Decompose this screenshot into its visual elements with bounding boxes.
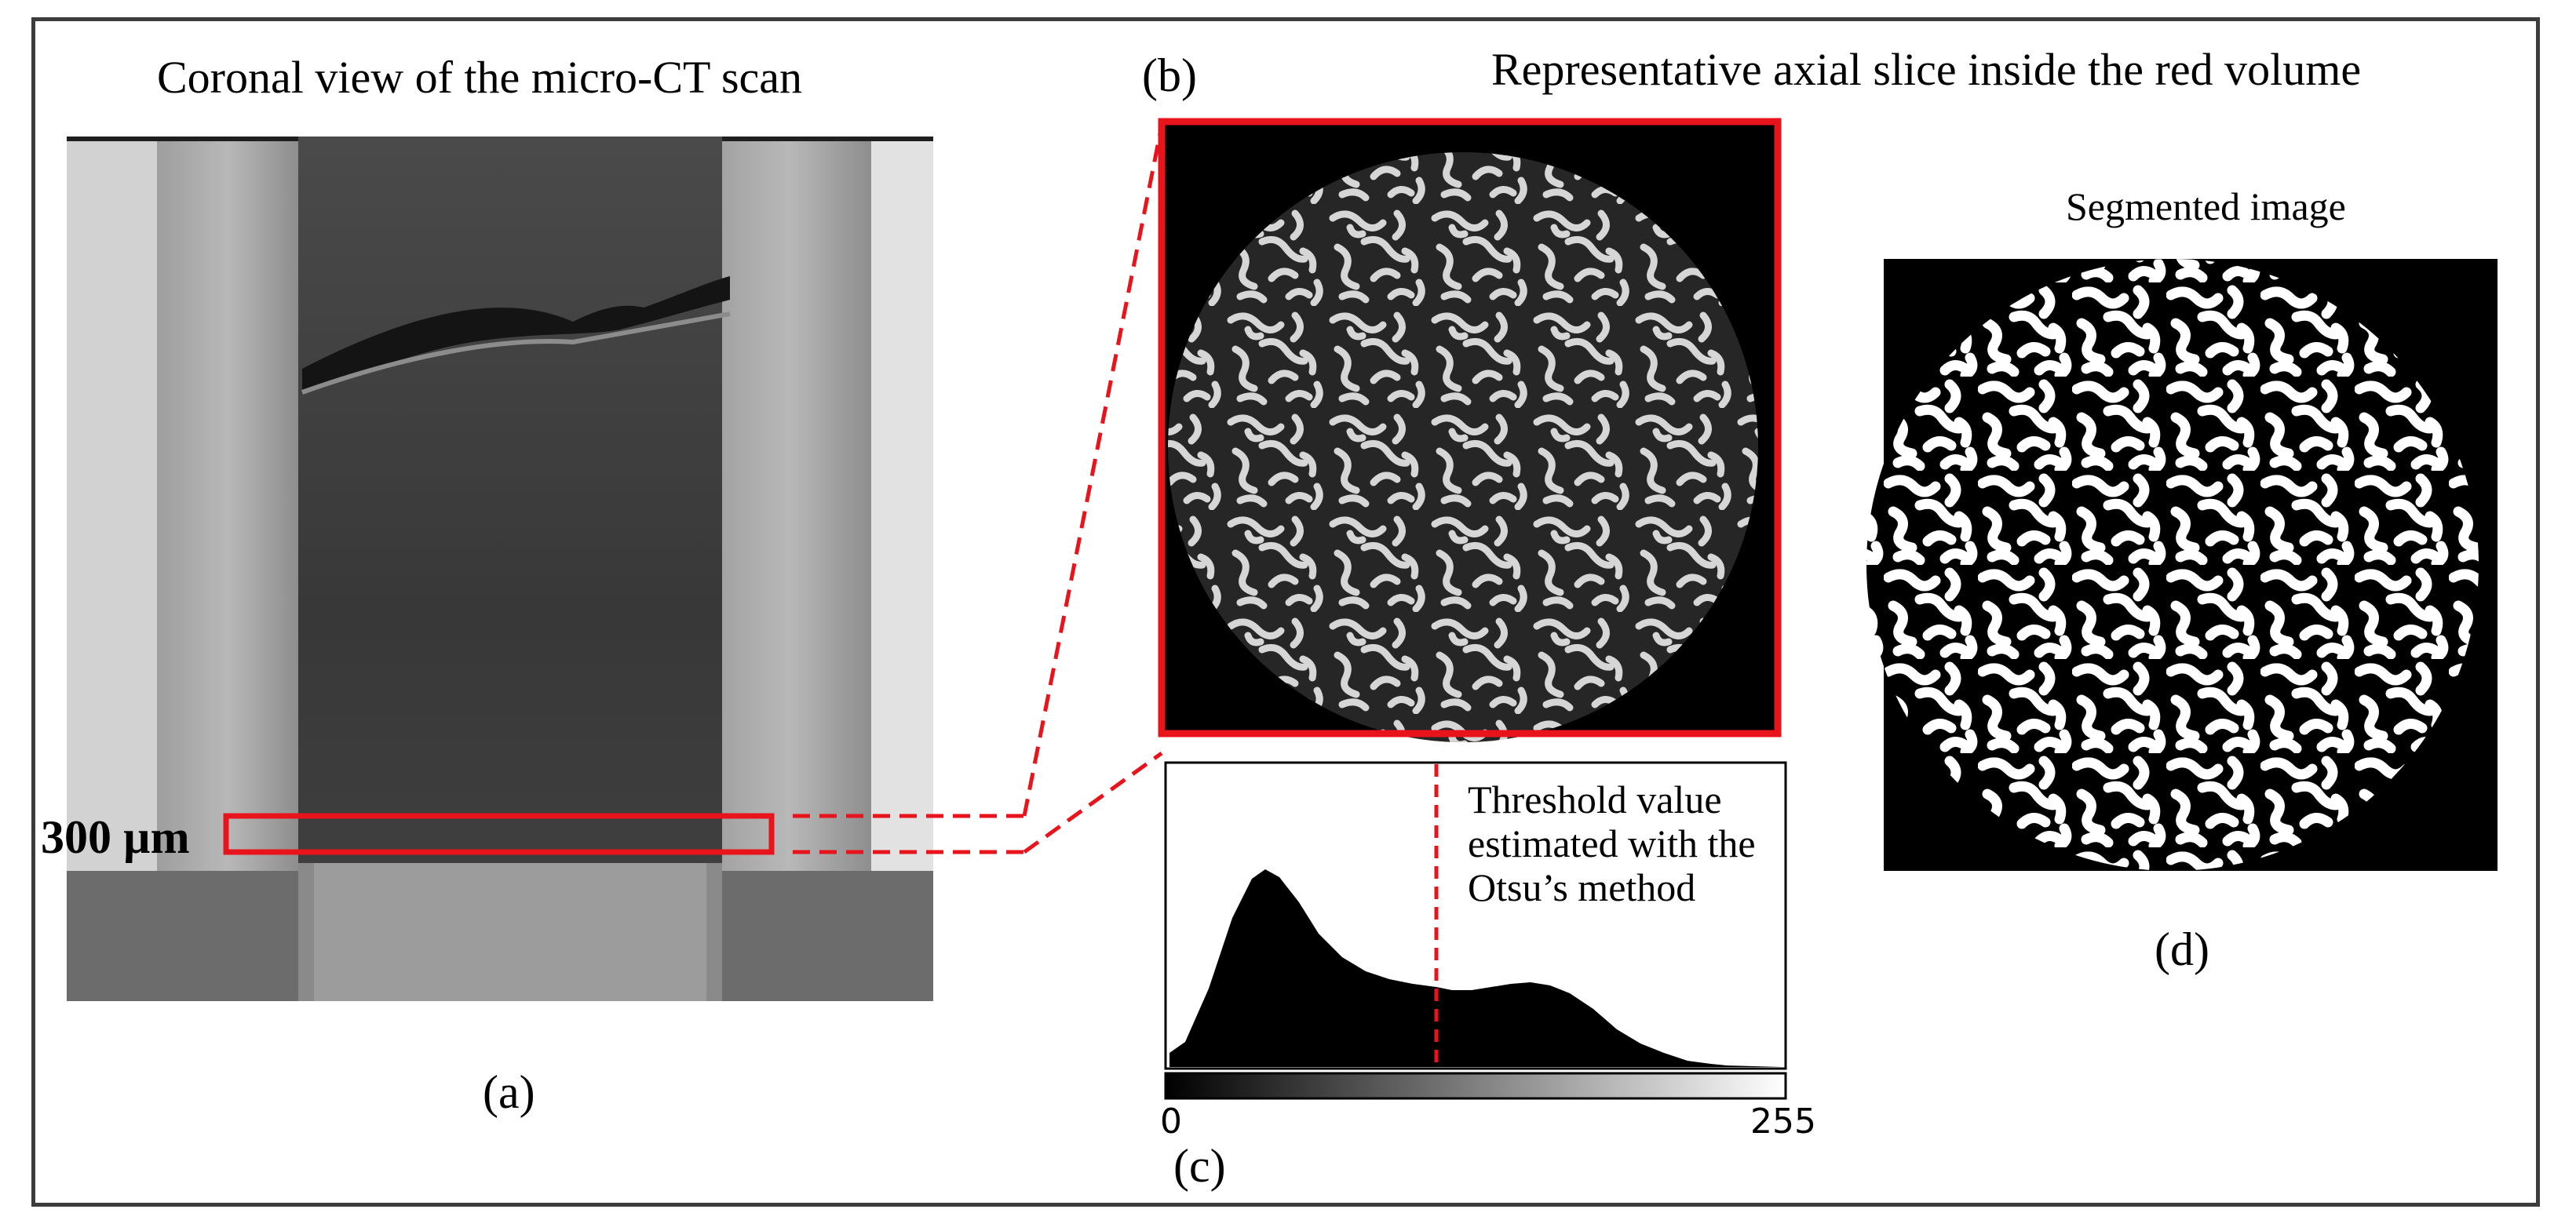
segmented-image xyxy=(1866,259,2498,871)
panel-c-caption: (c) xyxy=(1173,1140,1226,1192)
axial-slice-image xyxy=(1158,118,1782,742)
panel-a-caption: (a) xyxy=(483,1066,535,1118)
zoom-connector-lines xyxy=(793,125,1164,854)
gray-scale-bar xyxy=(1164,1072,1787,1100)
panel-b-caption: (b) xyxy=(1142,49,1197,101)
histogram-area xyxy=(1169,869,1782,1067)
panel-d-title: Segmented image xyxy=(2066,184,2346,228)
roi-size-label: 300 µm xyxy=(41,811,190,863)
panel-d-caption: (d) xyxy=(2155,923,2209,975)
histogram xyxy=(1164,761,1787,1100)
threshold-annotation-line-1: Threshold value xyxy=(1468,778,1722,821)
axis-min-label: 0 xyxy=(1160,1102,1182,1142)
threshold-annotation-line-3: Otsu’s method xyxy=(1468,865,1696,909)
threshold-annotation-line-2: estimated with the xyxy=(1468,821,1756,865)
figure-frame xyxy=(31,17,2540,1207)
coronal-ct-image xyxy=(67,137,933,1001)
panel-a-title: Coronal view of the micro-CT scan xyxy=(157,52,802,103)
panel-b-title: Representative axial slice inside the re… xyxy=(1491,44,2362,95)
roi-rectangle xyxy=(223,813,775,855)
axis-max-label: 255 xyxy=(1750,1102,1816,1142)
